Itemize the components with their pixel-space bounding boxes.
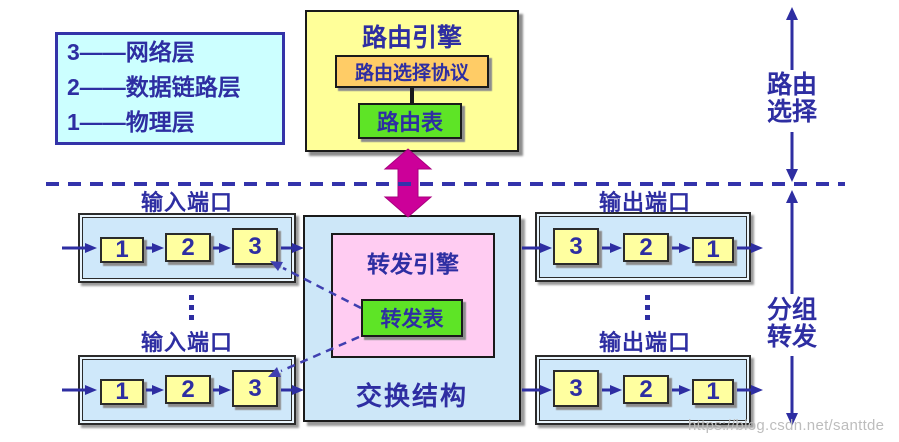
layer-box-output2-datalink: 2 <box>623 375 669 404</box>
layer-box-input2-datalink: 2 <box>165 375 211 404</box>
layer-box-input1-datalink: 2 <box>165 233 211 262</box>
forwarding-table-box: 转发表 <box>361 299 463 337</box>
switching-fabric-title: 交换结构 <box>355 381 468 411</box>
input-port-label-2: 输入端口 <box>140 330 233 355</box>
layer-box-output2-physical: 1 <box>692 378 734 405</box>
watermark-text: https://blog.csdn.net/santtde <box>688 417 885 434</box>
legend-item-physical-layer: 1——物理层 <box>67 109 195 135</box>
legend-item-network-layer: 3——网络层 <box>67 39 195 65</box>
input-port-label-1: 输入端口 <box>140 190 233 215</box>
route-selection-line2: 选择 <box>766 98 817 126</box>
route-selection-label: 路由 选择 <box>757 72 827 126</box>
packet-forwarding-line1: 分组 <box>766 296 817 324</box>
vertical-ellipsis-left-icon <box>189 295 194 320</box>
output-port-label-1: 输出端口 <box>598 190 691 215</box>
forwarding-engine-title: 转发引擎 <box>367 251 459 277</box>
routing-protocol-box: 路由选择协议 <box>335 55 489 88</box>
layer-box-input1-network: 3 <box>232 228 278 265</box>
packet-forwarding-label: 分组 转发 <box>757 297 827 351</box>
layer-box-input2-network: 3 <box>232 370 278 407</box>
layer-box-output1-physical: 1 <box>692 236 734 263</box>
layer-box-output2-network: 3 <box>553 370 599 407</box>
packet-forwarding-line2: 转发 <box>766 323 817 351</box>
routing-table-box: 路由表 <box>358 103 462 139</box>
route-selection-line1: 路由 <box>766 71 817 99</box>
routing-engine-title: 路由引擎 <box>361 24 462 52</box>
layer-legend-box: 3——网络层 2——数据链路层 1——物理层 <box>55 32 285 145</box>
layer-box-output1-network: 3 <box>553 228 599 265</box>
layer-box-input1-physical: 1 <box>100 236 144 263</box>
layer-box-input2-physical: 1 <box>100 378 144 405</box>
vertical-ellipsis-right-icon <box>645 295 650 320</box>
output-port-label-2: 输出端口 <box>598 330 691 355</box>
layer-box-output1-datalink: 2 <box>623 233 669 262</box>
legend-item-datalink-layer: 2——数据链路层 <box>67 74 241 100</box>
bidirectional-arrow-icon <box>383 148 433 218</box>
